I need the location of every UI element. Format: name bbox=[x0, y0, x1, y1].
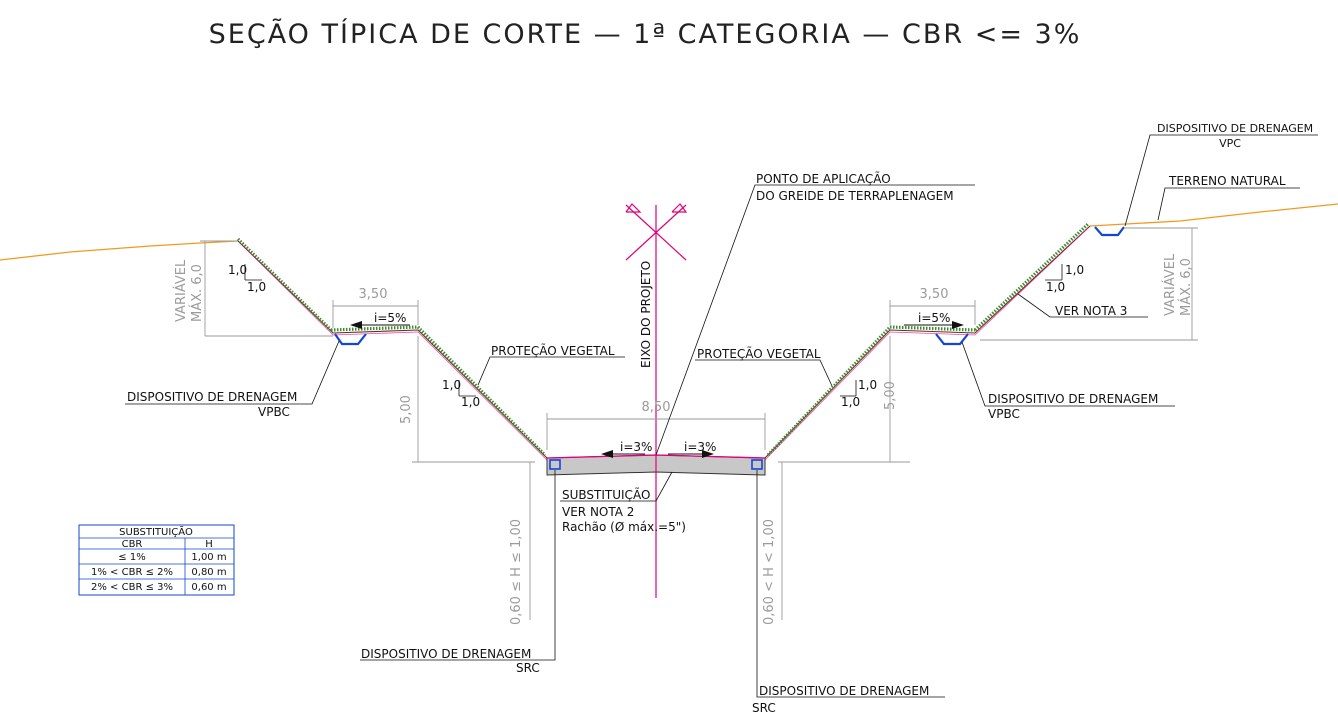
natural-terrain bbox=[0, 203, 1338, 261]
substituicao-label: SUBSTITUIÇÃO bbox=[562, 487, 650, 502]
svg-text:1,0: 1,0 bbox=[461, 395, 480, 409]
leader-lines bbox=[125, 134, 1318, 698]
drain-src-right bbox=[751, 459, 763, 470]
berm-width-left: 3,50 bbox=[359, 287, 388, 302]
table-cell: 0,80 m bbox=[191, 567, 226, 578]
table-cell: 1,00 m bbox=[191, 552, 226, 563]
terreno-natural-label: TERRENO NATURAL bbox=[1168, 174, 1286, 188]
variable-right-2: MÁX. 6,0 bbox=[1178, 258, 1194, 316]
src-right-sub-label: SRC bbox=[752, 701, 776, 715]
svg-text:i=3%: i=3% bbox=[620, 440, 652, 454]
svg-text:1,0: 1,0 bbox=[1065, 263, 1084, 277]
protecao-vegetal-right-label: PROTEÇÃO VEGETAL bbox=[697, 346, 821, 361]
slope-arrows: i=5% i=5% i=3% i=3% bbox=[350, 311, 964, 458]
variable-left-1: VARIÁVEL bbox=[173, 259, 189, 322]
vpc-sub-label: VPC bbox=[1219, 137, 1241, 150]
dimension-lines bbox=[200, 227, 1198, 620]
ver-nota-2-label: VER NOTA 2 bbox=[562, 505, 634, 519]
vpbc-right-sub-label: VPBC bbox=[988, 407, 1020, 421]
svg-text:1,0: 1,0 bbox=[247, 280, 266, 294]
ver-nota-3-label: VER NOTA 3 bbox=[1055, 304, 1127, 318]
table-header-h: H bbox=[205, 539, 213, 550]
table-cell: ≤ 1% bbox=[118, 552, 145, 563]
vpbc-right-label: DISPOSITIVO DE DRENAGEM bbox=[988, 392, 1158, 406]
src-left-sub-label: SRC bbox=[516, 661, 540, 675]
slope-ratios: 1,0 1,0 1,0 1,0 1,0 1,0 1,0 1,0 bbox=[228, 263, 1084, 409]
svg-text:1,0: 1,0 bbox=[1046, 280, 1065, 294]
drain-vpc bbox=[1094, 226, 1125, 237]
svg-text:i=5%: i=5% bbox=[918, 311, 950, 325]
project-axis bbox=[625, 203, 688, 598]
protecao-vegetal-left-label: PROTEÇÃO VEGETAL bbox=[491, 343, 615, 358]
slope-height-right: 5,00 bbox=[883, 381, 898, 410]
h-range-right: 0,60 < H < 1,00 bbox=[762, 519, 777, 625]
ponto-aplicacao-label-1: PONTO DE APLICAÇÃO bbox=[756, 171, 891, 186]
variable-left-2: MÁX. 6,0 bbox=[189, 264, 205, 322]
table-cell: 1% < CBR ≤ 2% bbox=[91, 567, 173, 578]
axis-label: EIXO DO PROJETO bbox=[639, 261, 653, 368]
table-title: SUBSTITUIÇÃO bbox=[119, 525, 193, 538]
slope-height-left: 5,00 bbox=[399, 395, 414, 424]
table-cell: 0,60 m bbox=[191, 582, 226, 593]
platform-width: 8,50 bbox=[642, 400, 671, 415]
svg-text:1,0: 1,0 bbox=[228, 263, 247, 277]
svg-text:1,0: 1,0 bbox=[858, 378, 877, 392]
drain-vpbc-left bbox=[334, 333, 367, 346]
vpbc-left-label: DISPOSITIVO DE DRENAGEM bbox=[127, 390, 297, 404]
table-cell: 2% < CBR ≤ 3% bbox=[91, 582, 173, 593]
drawing-title: SEÇÃO TÍPICA DE CORTE — 1ª CATEGORIA — C… bbox=[209, 18, 1082, 50]
drain-src-left bbox=[549, 459, 561, 470]
table-header-cbr: CBR bbox=[122, 539, 143, 550]
svg-text:i=3%: i=3% bbox=[684, 440, 716, 454]
src-left-label: DISPOSITIVO DE DRENAGEM bbox=[361, 647, 531, 661]
berm-width-right: 3,50 bbox=[920, 287, 949, 302]
vegetation-protection bbox=[236, 222, 1090, 457]
src-right-label: DISPOSITIVO DE DRENAGEM bbox=[759, 684, 929, 698]
vpbc-left-sub-label: VPBC bbox=[258, 405, 290, 419]
h-range-left: 0,60 ≤ H ≤ 1,00 bbox=[509, 519, 524, 625]
vpc-label: DISPOSITIVO DE DRENAGEM bbox=[1157, 122, 1313, 135]
svg-text:1,0: 1,0 bbox=[841, 395, 860, 409]
variable-right-1: VARIÁVEL bbox=[1162, 253, 1178, 316]
ponto-aplicacao-label-2: DO GREIDE DE TERRAPLENAGEM bbox=[756, 189, 954, 203]
drain-vpbc-right bbox=[935, 333, 969, 346]
substitution-table: SUBSTITUIÇÃO CBR H ≤ 1% 1,00 m 1% < CBR … bbox=[78, 524, 235, 596]
rachao-label: Rachão (Ø máx.=5") bbox=[562, 520, 686, 534]
svg-text:i=5%: i=5% bbox=[374, 311, 406, 325]
svg-text:1,0: 1,0 bbox=[442, 378, 461, 392]
